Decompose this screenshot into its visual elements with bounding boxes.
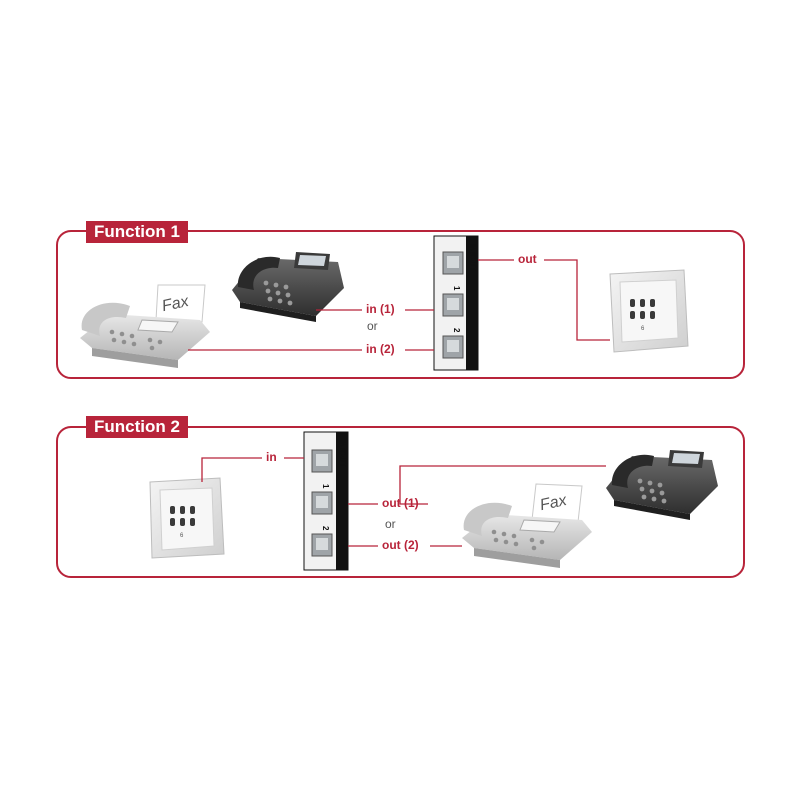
function1-title: Function 1	[86, 221, 188, 243]
rj-port-icon	[442, 335, 464, 359]
out1-label: out (1)	[382, 496, 419, 510]
function2-title: Function 2	[86, 416, 188, 438]
device-label: IN/OUT	[468, 244, 477, 271]
rj-port-icon	[311, 491, 333, 515]
fax-paper-label: Fax	[160, 293, 191, 315]
socket-label: 6	[641, 326, 645, 332]
port-label-2: 2	[321, 526, 330, 531]
or-label: or	[367, 319, 378, 333]
or-label: or	[385, 517, 396, 531]
wall-socket-icon: 6	[609, 269, 689, 353]
in2-label: in (2)	[366, 342, 395, 356]
in-label: in	[266, 450, 277, 464]
function2-frame	[56, 426, 745, 578]
fax-paper-label: Fax	[538, 492, 569, 514]
wires-function2	[201, 457, 606, 547]
rj-port-icon	[311, 449, 333, 473]
fax-machine-icon: Fax	[80, 284, 210, 368]
port-label-1: 1	[452, 286, 461, 291]
fax-machine-icon: Fax	[462, 483, 592, 568]
wires-function1	[188, 259, 610, 351]
desk-phone-icon	[606, 450, 718, 520]
out2-label: out (2)	[382, 538, 419, 552]
in1-label: in (1)	[366, 302, 395, 316]
function1-frame	[56, 230, 745, 379]
splitter-device-2: IN/OUT 1 2	[303, 431, 349, 571]
rj-port-icon	[311, 533, 333, 557]
socket-label: 6	[180, 533, 184, 539]
port-label-1: 1	[321, 484, 330, 489]
splitter-device-1: IN/OUT 1 2	[433, 235, 479, 371]
port-label-2: 2	[452, 328, 461, 333]
wall-socket-icon: 6	[149, 477, 225, 559]
device-label: IN/OUT	[338, 440, 347, 467]
rj-port-icon	[442, 251, 464, 275]
out-label: out	[518, 252, 537, 266]
rj-port-icon	[442, 293, 464, 317]
desk-phone-icon	[232, 252, 344, 322]
